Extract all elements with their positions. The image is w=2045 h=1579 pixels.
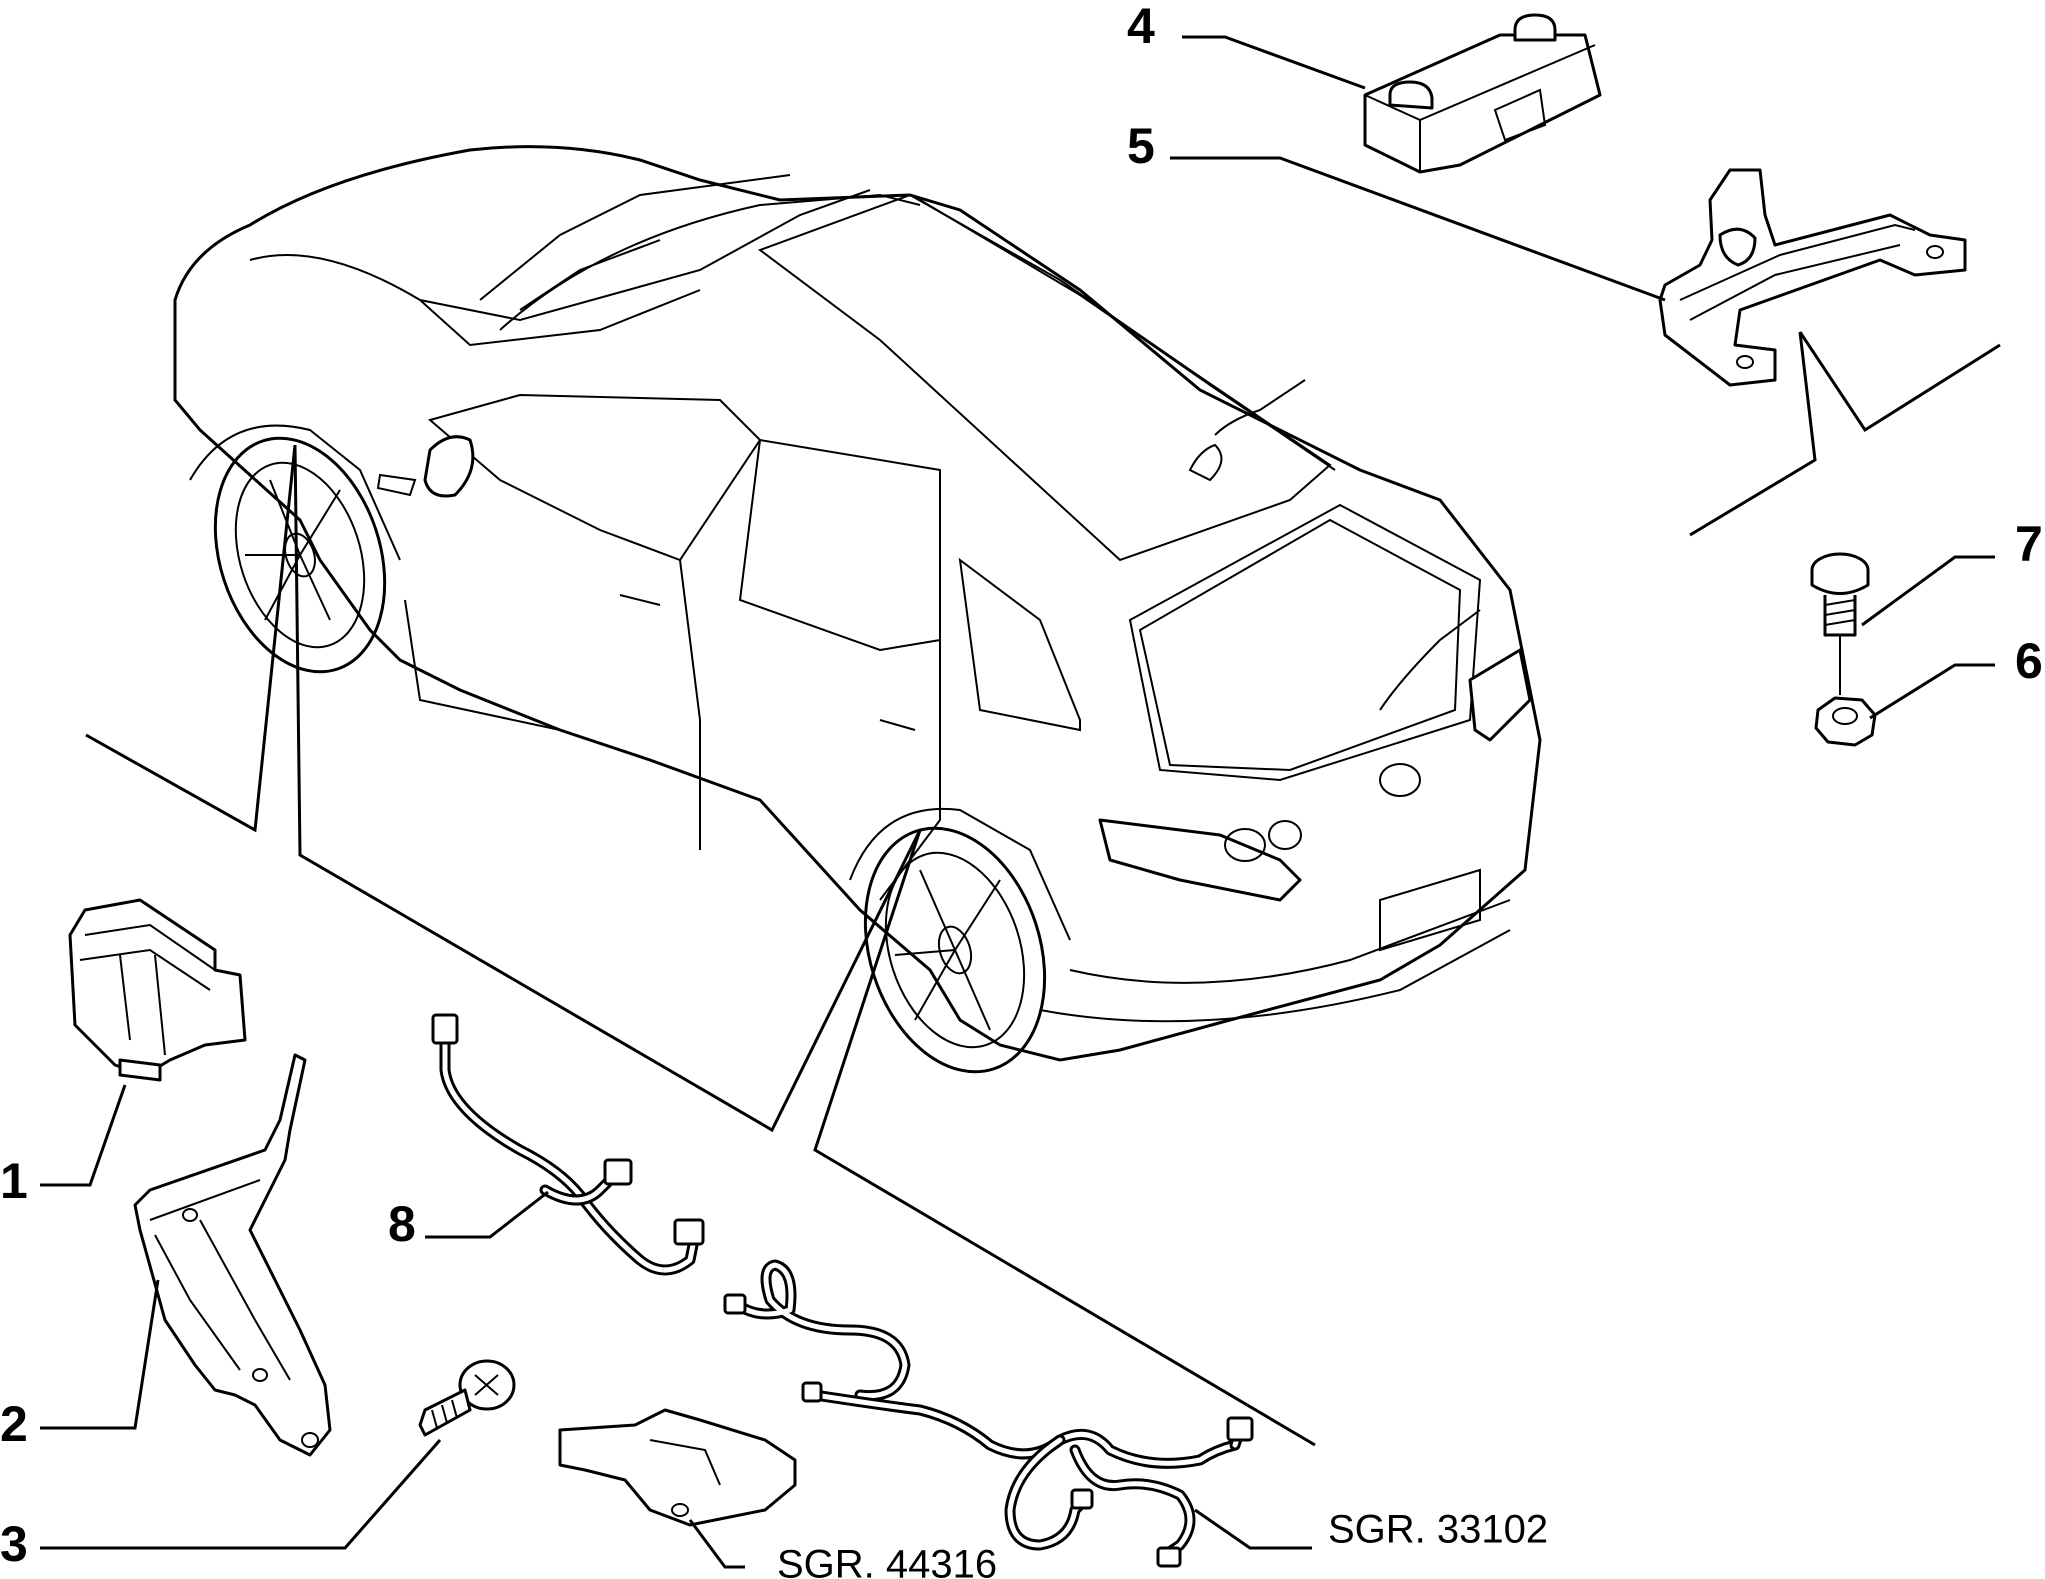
part-2-mounting-bracket [133, 1053, 332, 1457]
callout-5: 5 [1127, 118, 1155, 174]
callout-7: 7 [2015, 516, 2043, 572]
callout-3: 3 [0, 1516, 28, 1572]
callout-2: 2 [0, 1396, 28, 1452]
callout-6: 6 [2015, 633, 2043, 689]
callout-4: 4 [1127, 0, 1155, 54]
leader-lines [85, 331, 2001, 1447]
part-1-sensor [68, 898, 247, 1082]
reference-labels: SGR. 44316 SGR. 33102 [777, 1508, 1548, 1579]
part-5-bracket [1658, 168, 1967, 387]
part-3-screw [418, 1359, 516, 1437]
callout-8: 8 [388, 1196, 416, 1252]
callout-1: 1 [0, 1153, 28, 1209]
reference-sgr-33102: SGR. 33102 [1328, 1508, 1548, 1552]
part-8-harness [431, 1013, 705, 1276]
part-6-nut [1814, 696, 1877, 747]
reference-sgr-44316: SGR. 44316 [777, 1543, 997, 1579]
part-7-bolt [1810, 552, 1870, 695]
sgr-33102-harness [723, 1259, 1254, 1568]
car-illustration [173, 145, 1542, 1074]
part-4-control-module [1363, 13, 1602, 174]
sgr-44316-component [558, 1408, 797, 1527]
callout-leaders [40, 35, 1995, 1569]
